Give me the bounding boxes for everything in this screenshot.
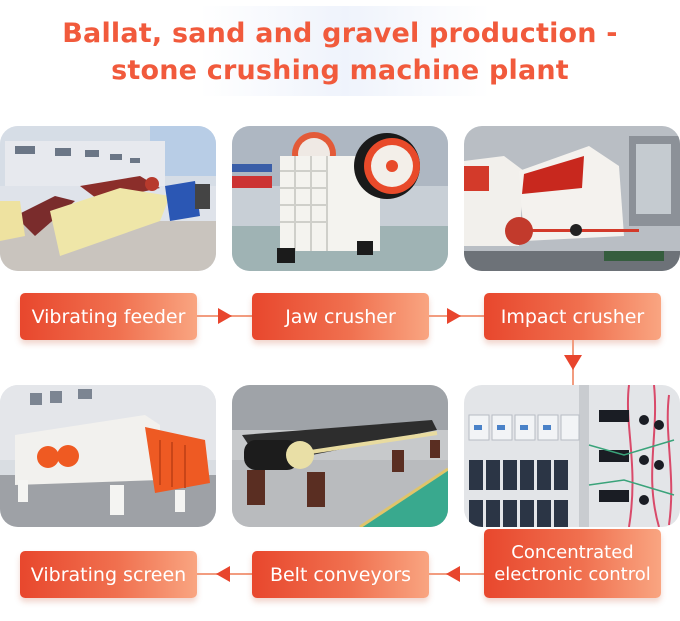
watermark (200, 6, 490, 96)
belt-conveyor-photo (232, 385, 448, 527)
arrow-left-icon (446, 566, 460, 582)
step-box-impact-crusher: Impact crusher (484, 293, 661, 340)
step-label: Vibrating feeder (31, 305, 186, 328)
vibrating-screen-photo (0, 385, 216, 527)
arrow-right-icon (218, 308, 232, 324)
step-label: Vibrating screen (30, 563, 187, 586)
step-box-vibrating-screen: Vibrating screen (20, 551, 197, 598)
step-box-jaw-crusher: Jaw crusher (252, 293, 429, 340)
step-label: Belt conveyors (269, 563, 412, 586)
vibrating-feeder-photo (0, 126, 216, 271)
step-box-belt-conveyors: Belt conveyors (252, 551, 429, 598)
step-label: Jaw crusher (285, 305, 396, 328)
step-label-line-1: Concentrated (511, 541, 634, 563)
page-title-line-1: Ballat, sand and gravel production - (62, 18, 618, 49)
jaw-crusher-photo (232, 126, 448, 271)
step-box-concentrated-electronic-control: Concentrated electronic control (484, 529, 661, 598)
impact-crusher-photo (464, 126, 680, 271)
step-box-vibrating-feeder: Vibrating feeder (20, 293, 197, 340)
arrow-down-icon (564, 355, 582, 370)
arrow-left-icon (216, 566, 230, 582)
arrow-right-icon (447, 308, 461, 324)
electric-control-cabinet-photo (464, 385, 680, 527)
step-label: Impact crusher (500, 305, 645, 328)
step-label-line-2: electronic control (494, 563, 651, 585)
page-title-line-2: stone crushing machine plant (111, 55, 569, 86)
